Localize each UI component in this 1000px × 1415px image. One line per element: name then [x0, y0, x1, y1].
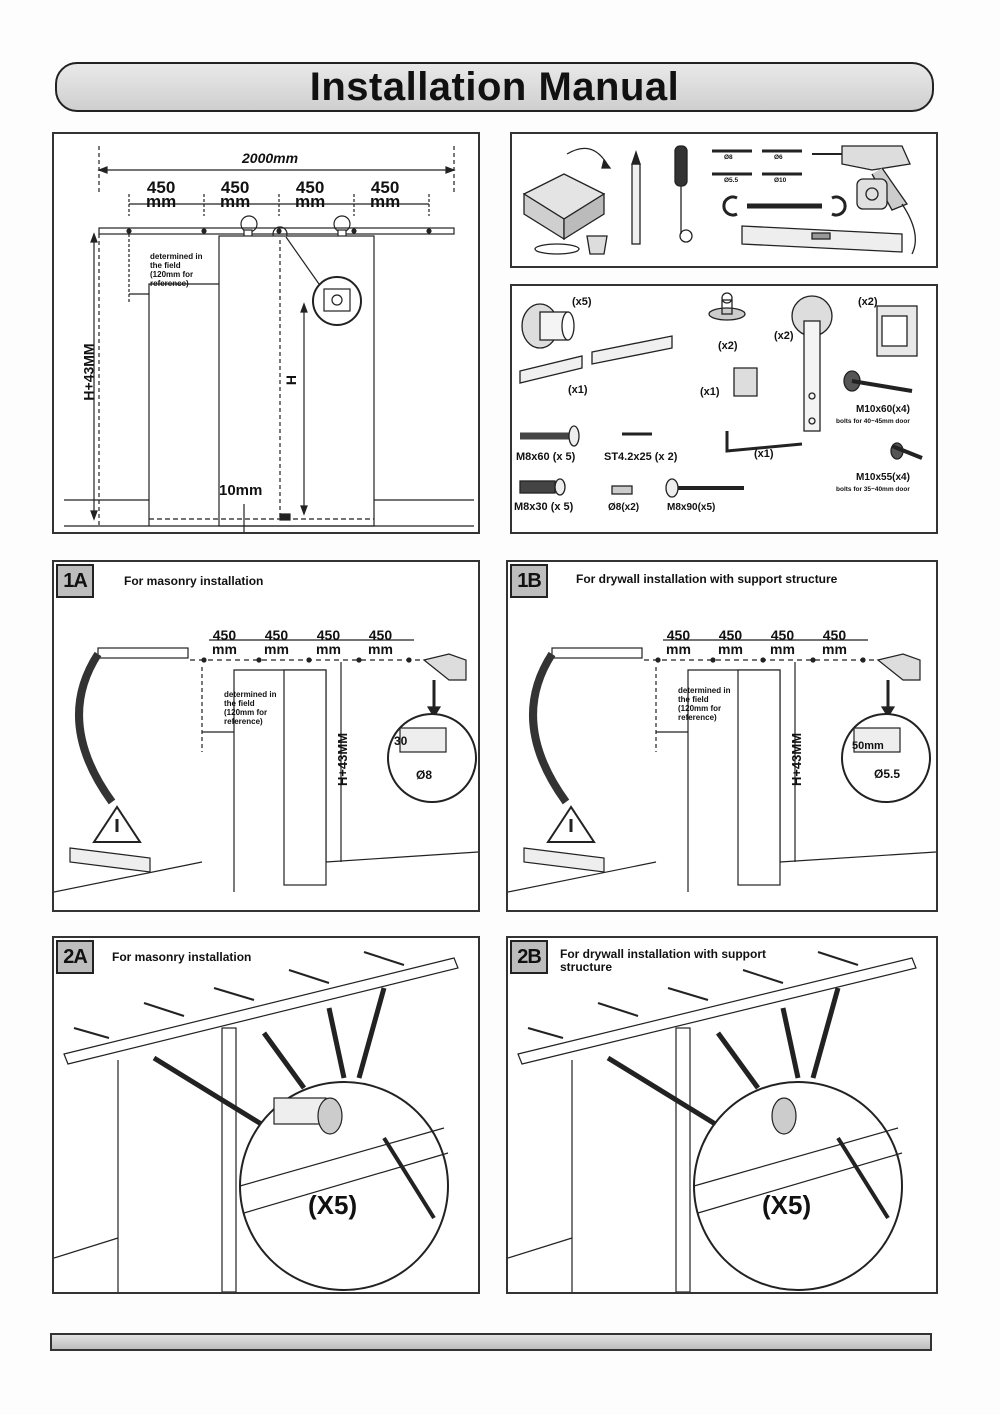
step-caption: For masonry installation [124, 574, 264, 588]
overview-panel: 2000mm 450 mm 450 mm 450 mm 450 mm deter… [52, 132, 480, 534]
determined-note: determined in the field (120mm for refer… [678, 686, 731, 722]
step-caption: For drywall installation with support st… [560, 947, 767, 974]
determined-note: determined in the field (120mm for refer… [150, 252, 203, 288]
height-label: H+43MM [80, 343, 97, 401]
step-2b-diagram [508, 951, 917, 1292]
step-1b-diagram [508, 639, 936, 893]
spacing-label: 450 mm [718, 627, 743, 657]
step-caption: For masonry installation [112, 950, 252, 964]
part-label: M8x90(x5) [667, 502, 716, 513]
part-label: Ø8(x2) [608, 502, 640, 513]
spacing-label: 450 mm [822, 627, 847, 657]
step-1a-diagram [54, 639, 478, 893]
tools-panel: Ø8 Ø6 Ø5.5 Ø10 [510, 132, 938, 268]
bit-label: Ø10 [774, 177, 787, 184]
bit-label: Ø8 [724, 154, 733, 161]
spacing-label: 450 mm [370, 178, 401, 211]
part-label: M8x60 (x 5) [516, 451, 576, 463]
step-badge: 2B [510, 940, 548, 974]
height-label: H+43MM [335, 732, 351, 787]
parts-panel: (x5) (x1) (x2) (x1) (x2) (x2) M10x60(x4)… [510, 284, 938, 534]
step-caption: For drywall installation with support st… [576, 572, 838, 586]
step-1a-panel: 1A For masonry installation 450 mm 450 m… [52, 560, 480, 912]
quantity-label: (X5) [762, 1190, 812, 1220]
drill-depth: 50mm [852, 740, 884, 752]
drill-depth: 30 [394, 734, 408, 748]
quantity-label: (X5) [308, 1190, 358, 1220]
door-height-label: H [283, 374, 300, 386]
spacing-label: 450 mm [295, 178, 326, 211]
spacing-label: 450 mm [316, 627, 341, 657]
part-qty: (x2) [718, 340, 738, 352]
spacing-label: 450 mm [770, 627, 795, 657]
step-2a-panel: 2A For masonry installation (X5) [52, 936, 480, 1294]
determined-note: determined in the field (120mm for refer… [224, 690, 277, 726]
step-2a-diagram [54, 951, 459, 1292]
step-2b-panel: 2B For drywall installation with support… [506, 936, 938, 1294]
step-badge: 1A [56, 564, 94, 598]
part-qty: (x1) [568, 384, 588, 396]
spacing-label: 450 mm [146, 178, 177, 211]
part-qty: (x1) [754, 448, 774, 460]
drill-bit: Ø5.5 [874, 767, 901, 781]
part-qty: (x2) [774, 330, 794, 342]
step-badge: 1B [510, 564, 548, 598]
bit-label: Ø6 [774, 154, 783, 161]
part-label: M8x30 (x 5) [514, 501, 574, 513]
parts-illustration [519, 292, 923, 498]
footer-bar [50, 1333, 932, 1351]
part-note: bolts for 35~40mm door [836, 486, 910, 493]
part-label: ST4.2x25 (x 2) [604, 451, 678, 463]
part-label: M10x55(x4) [856, 472, 910, 483]
step-1b-panel: 1B For drywall installation with support… [506, 560, 938, 912]
gap-label: 10mm [219, 482, 263, 499]
height-label: H+43MM [789, 732, 805, 787]
spacing-label: 450 mm [264, 627, 289, 657]
overview-diagram [64, 146, 474, 532]
bit-label: Ø5.5 [724, 177, 739, 184]
part-qty: (x5) [572, 296, 592, 308]
spacing-label: 450 mm [220, 178, 251, 211]
part-qty: (x2) [858, 296, 878, 308]
part-note: bolts for 40~45mm door [836, 418, 910, 425]
spacing-label: 450 mm [368, 627, 393, 657]
part-label: M10x60(x4) [856, 404, 910, 415]
drill-bit: Ø8 [416, 768, 433, 782]
spacing-label: 450 mm [666, 627, 691, 657]
tools-illustration [522, 145, 916, 255]
page-title: Installation Manual [309, 64, 680, 109]
spacing-label: 450 mm [212, 627, 237, 657]
total-length-label: 2000mm [242, 150, 299, 166]
part-qty: (x1) [700, 386, 720, 398]
title-banner: Installation Manual [55, 62, 934, 112]
step-badge: 2A [56, 940, 94, 974]
